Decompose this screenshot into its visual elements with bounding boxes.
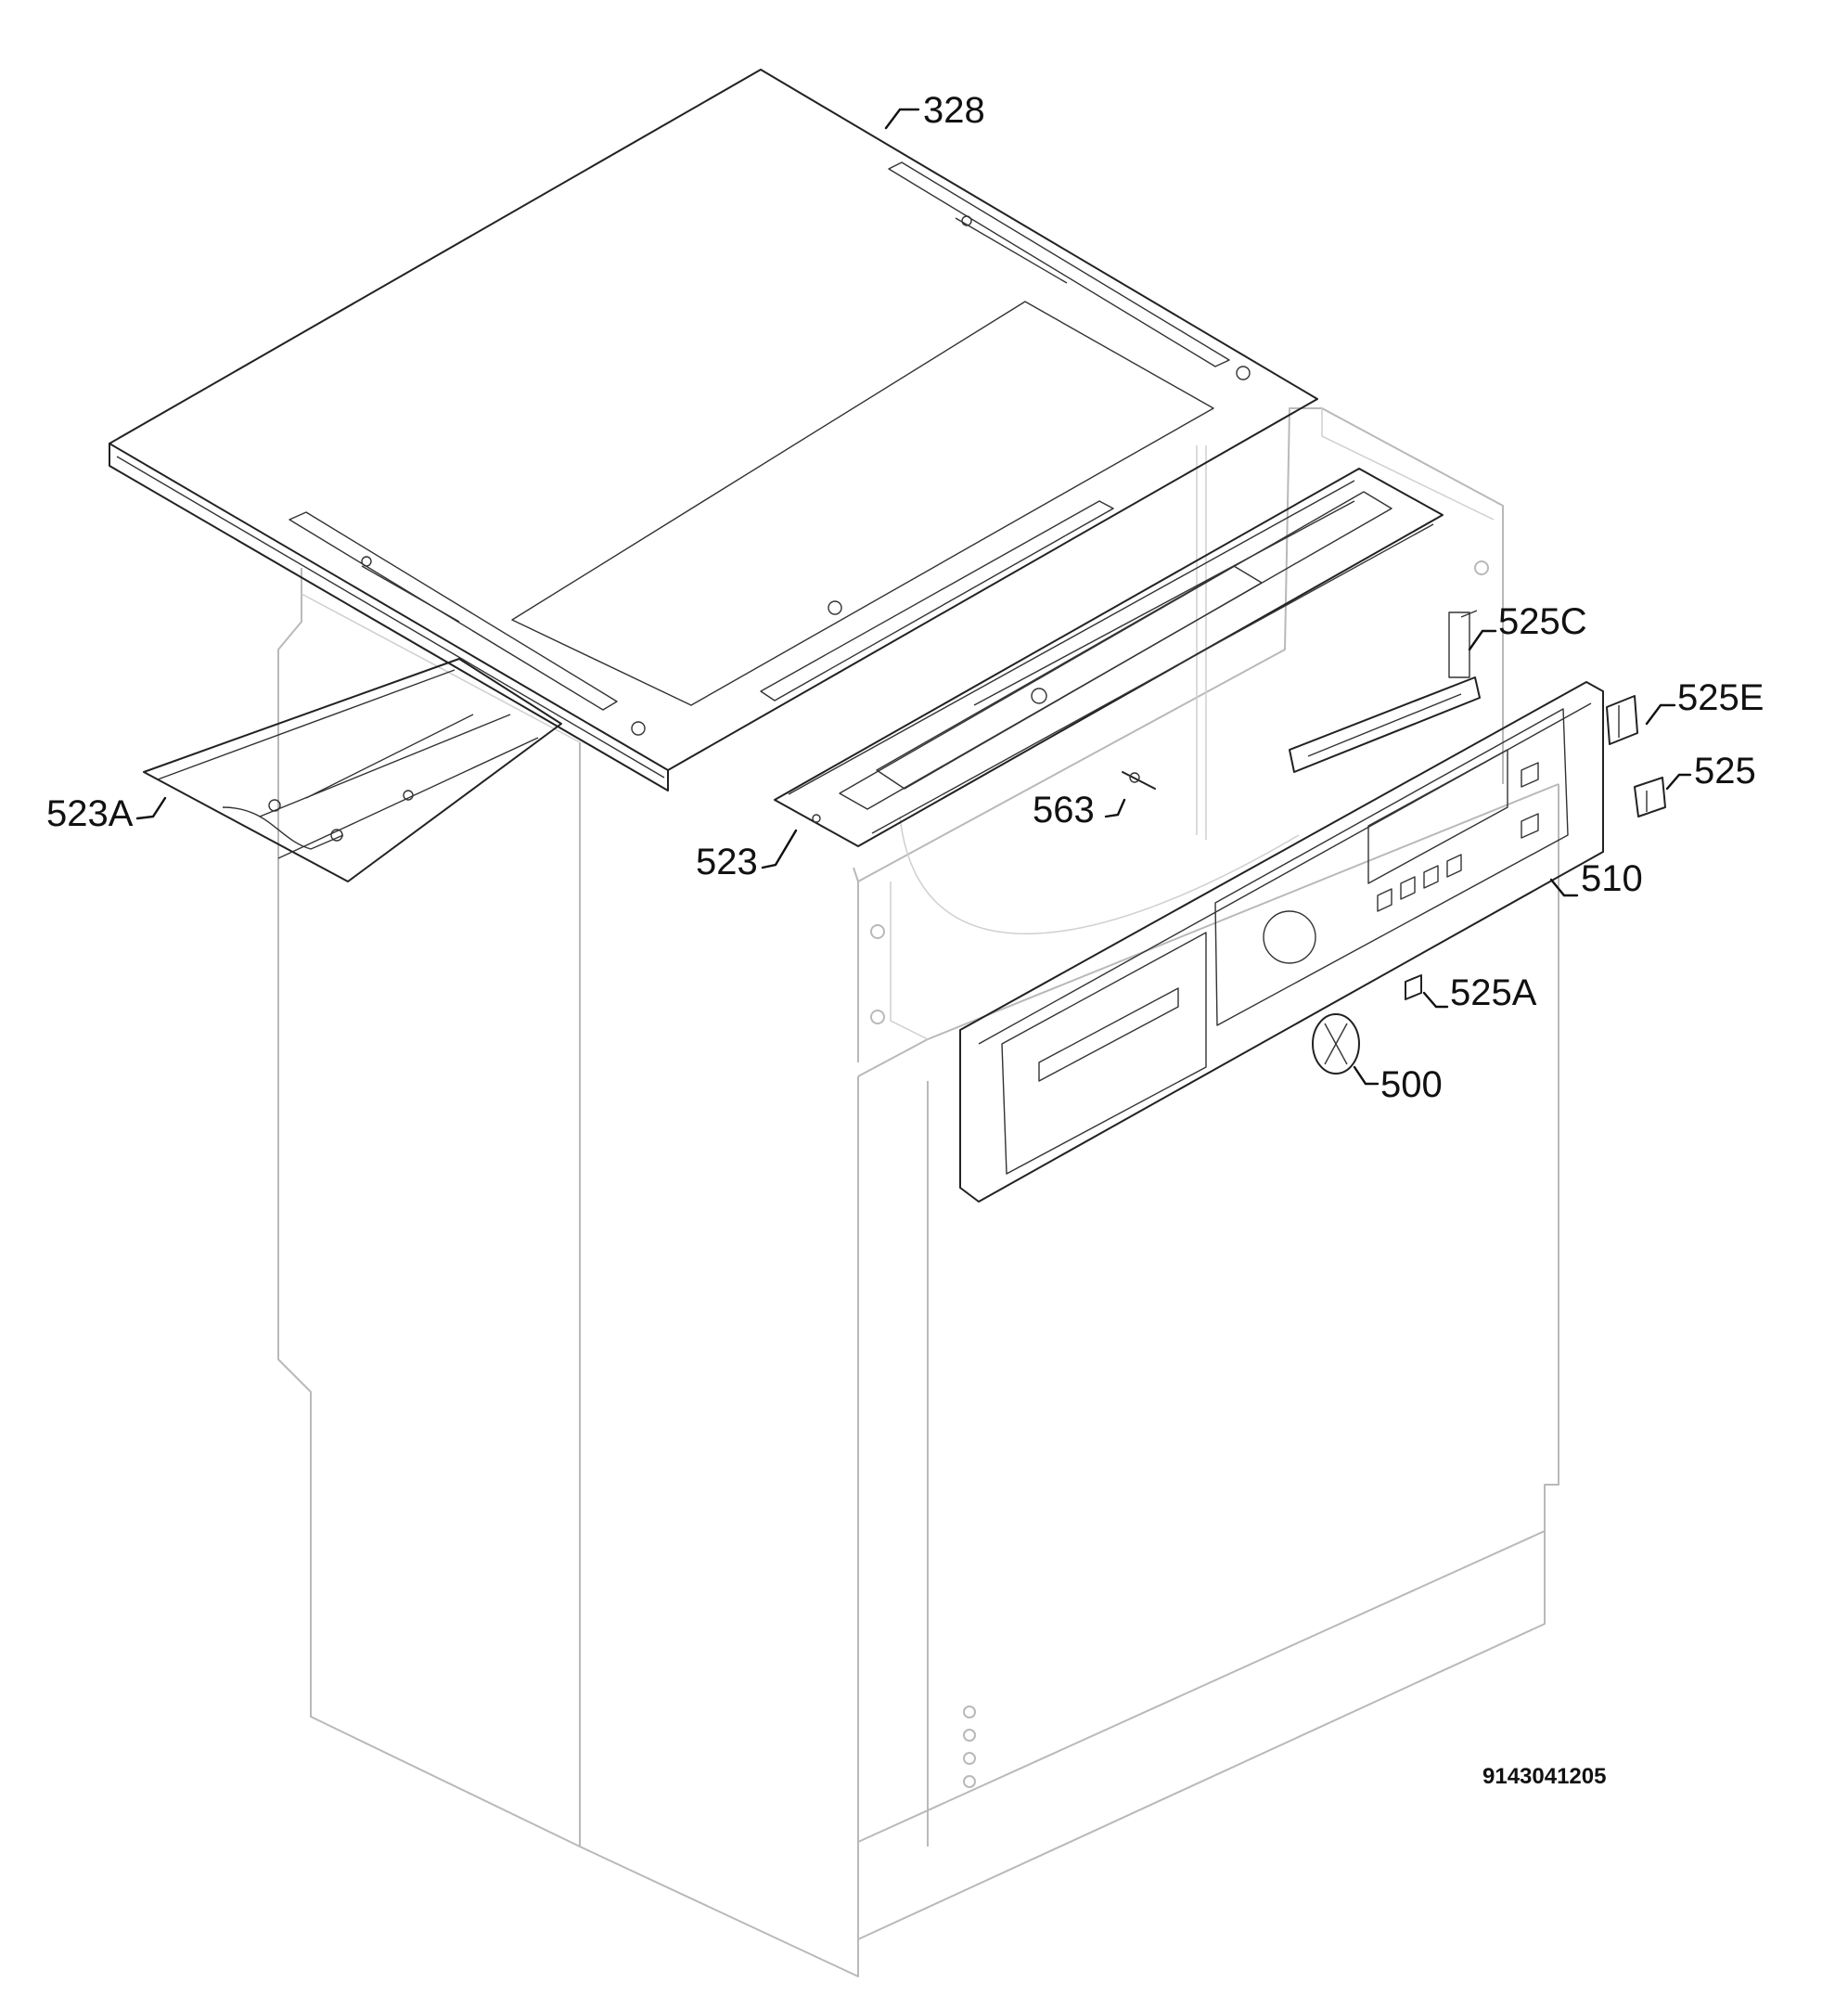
program-knob xyxy=(1312,1013,1360,1075)
switch-525e xyxy=(1606,695,1638,745)
bolt-563 xyxy=(1122,771,1156,790)
label-525c: 525C xyxy=(1498,601,1587,642)
cabinet-outline xyxy=(277,407,1559,1977)
label-563: 563 xyxy=(1033,790,1095,830)
worktop-panel xyxy=(109,69,1318,792)
left-rail xyxy=(143,658,562,882)
connector-block xyxy=(1289,610,1481,773)
label-525e: 525E xyxy=(1677,677,1764,718)
leader-lines xyxy=(135,108,1692,1086)
push-button-part xyxy=(1405,974,1422,1000)
control-panel xyxy=(959,681,1604,1203)
switch-525 xyxy=(1634,777,1666,817)
label-328: 328 xyxy=(923,90,985,131)
label-523a: 523A xyxy=(46,793,134,834)
part-labels: 328 525C 525E 525 523A 563 523 510 525A … xyxy=(46,90,1764,1789)
right-rail xyxy=(774,468,1444,847)
drawing-number: 9143041205 xyxy=(1482,1764,1606,1789)
label-525a: 525A xyxy=(1450,972,1537,1013)
label-525: 525 xyxy=(1694,751,1756,792)
label-523: 523 xyxy=(696,842,758,882)
label-500: 500 xyxy=(1380,1064,1443,1105)
label-510: 510 xyxy=(1581,858,1643,899)
